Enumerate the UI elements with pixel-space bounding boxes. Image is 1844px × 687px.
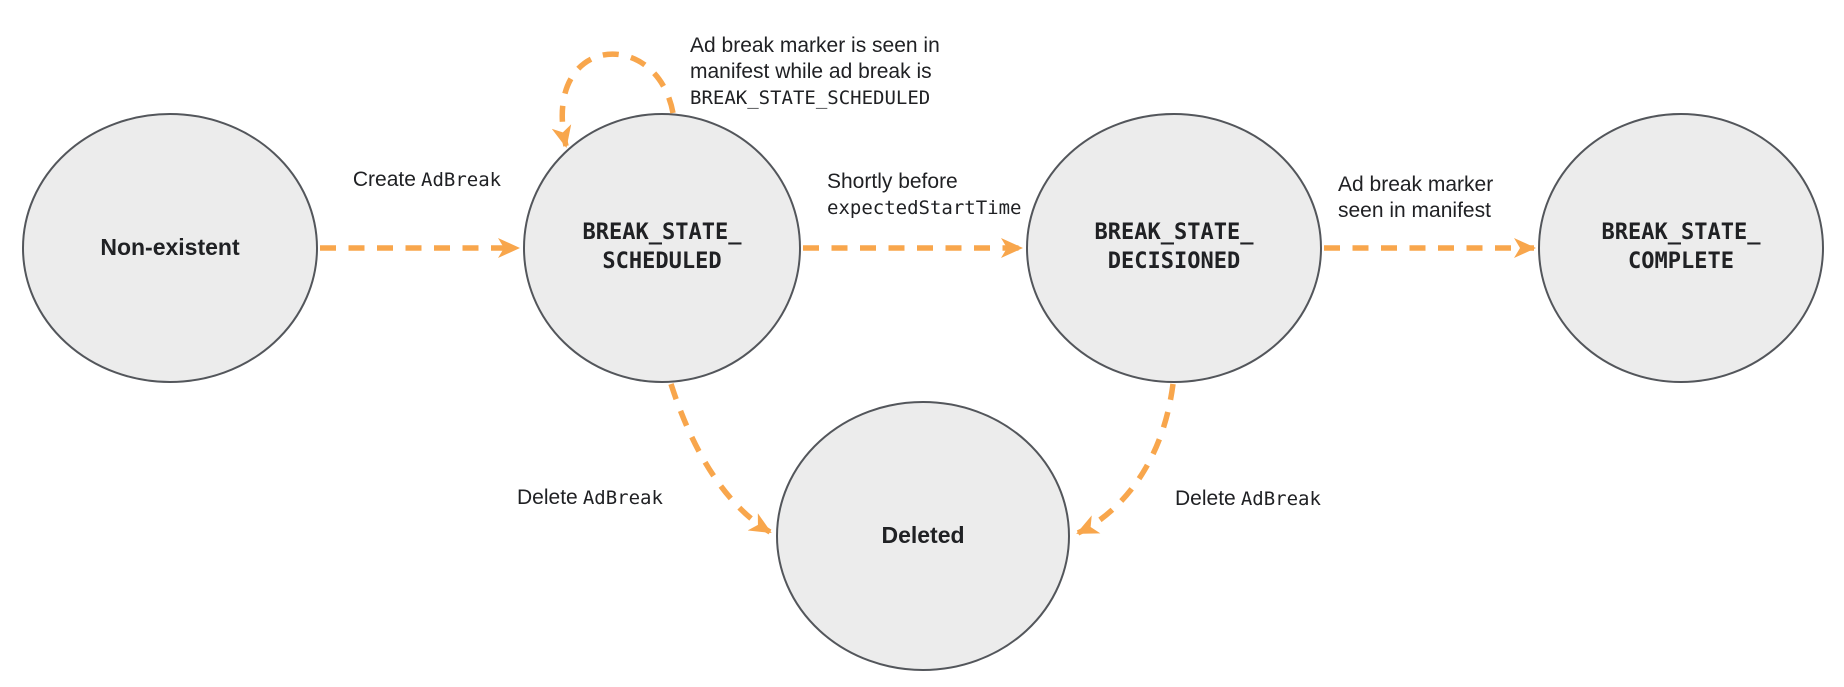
node-text-line1: BREAK_STATE_ — [1601, 220, 1761, 246]
edge-text: Delete — [1175, 487, 1236, 510]
state-node-deleted — [776, 401, 1070, 671]
edge-text-line2: seen in manifest — [1338, 199, 1491, 222]
node-label-break-state-complete: BREAK_STATE_ COMPLETE — [1539, 114, 1823, 382]
node-text-line1: BREAK_STATE_ — [582, 220, 742, 246]
edge-text: Shortly before — [827, 170, 958, 193]
edge-text-line1: Ad break marker is seen in — [690, 34, 940, 57]
edge-text-line2: manifest while ad break is — [690, 60, 932, 83]
state-node-break-state-complete — [1538, 113, 1824, 383]
state-node-break-state-decisioned — [1026, 113, 1322, 383]
state-node-non-existent — [22, 113, 318, 383]
state-node-break-state-scheduled — [523, 113, 801, 383]
edge-code-text: AdBreak — [421, 169, 502, 191]
node-text-line2: SCHEDULED — [602, 249, 722, 274]
edge-text-line1: Ad break marker — [1338, 173, 1494, 196]
edge-code-text: AdBreak — [1240, 488, 1321, 510]
node-text-line2: COMPLETE — [1628, 249, 1734, 274]
edge-text: Delete — [517, 486, 578, 509]
node-text-line1: BREAK_STATE_ — [1094, 220, 1254, 246]
edge-text: Create — [352, 168, 416, 191]
edge-decisioned-to-deleted — [1076, 383, 1176, 536]
node-label-deleted: Deleted — [777, 402, 1069, 670]
edge-code-text: expectedStartTime — [827, 197, 1022, 219]
edge-self-loop-scheduled — [551, 51, 676, 148]
edge-scheduled-to-deleted — [668, 383, 772, 535]
node-text: Non-existent — [100, 234, 240, 261]
node-label-break-state-decisioned: BREAK_STATE_ DECISIONED — [1027, 114, 1321, 382]
edge-code-text: AdBreak — [582, 487, 663, 509]
edge-code-text: BREAK_STATE_SCHEDULED — [690, 87, 931, 109]
node-label-break-state-scheduled: BREAK_STATE_ SCHEDULED — [524, 114, 800, 382]
edge-label-before-start: Shortly before expectedStartTime — [827, 168, 1021, 222]
edge-label-marker-seen: Ad break marker seen in manifest — [1338, 172, 1493, 224]
node-label-non-existent: Non-existent — [23, 114, 317, 382]
node-text-line2: DECISIONED — [1107, 249, 1241, 274]
edge-label-self-loop: Ad break marker is seen in manifest whil… — [690, 33, 940, 111]
node-text: Deleted — [881, 522, 965, 549]
